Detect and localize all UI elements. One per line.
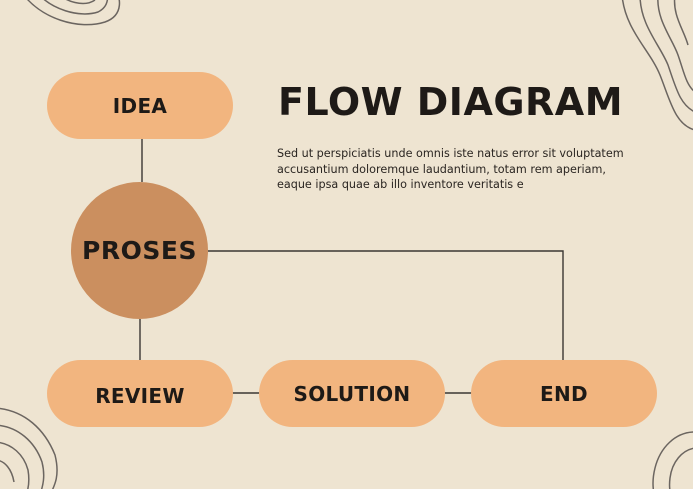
node-review: REVIEW [47, 360, 233, 427]
contour-top-right [621, 0, 693, 131]
description-text: Sed ut perspiciatis unde omnis iste natu… [277, 147, 624, 191]
contour-bottom-left [0, 407, 58, 489]
node-proses: PROSES [71, 182, 208, 319]
page-title: FLOW DIAGRAM [278, 80, 624, 124]
node-solution: SOLUTION [259, 360, 445, 427]
node-idea: IDEA [47, 72, 233, 139]
connectors [139, 139, 564, 394]
connector-proses-end [208, 250, 564, 360]
contour-top-left [27, 0, 121, 26]
contour-bottom-right [652, 431, 693, 489]
node-end: END [471, 360, 657, 427]
